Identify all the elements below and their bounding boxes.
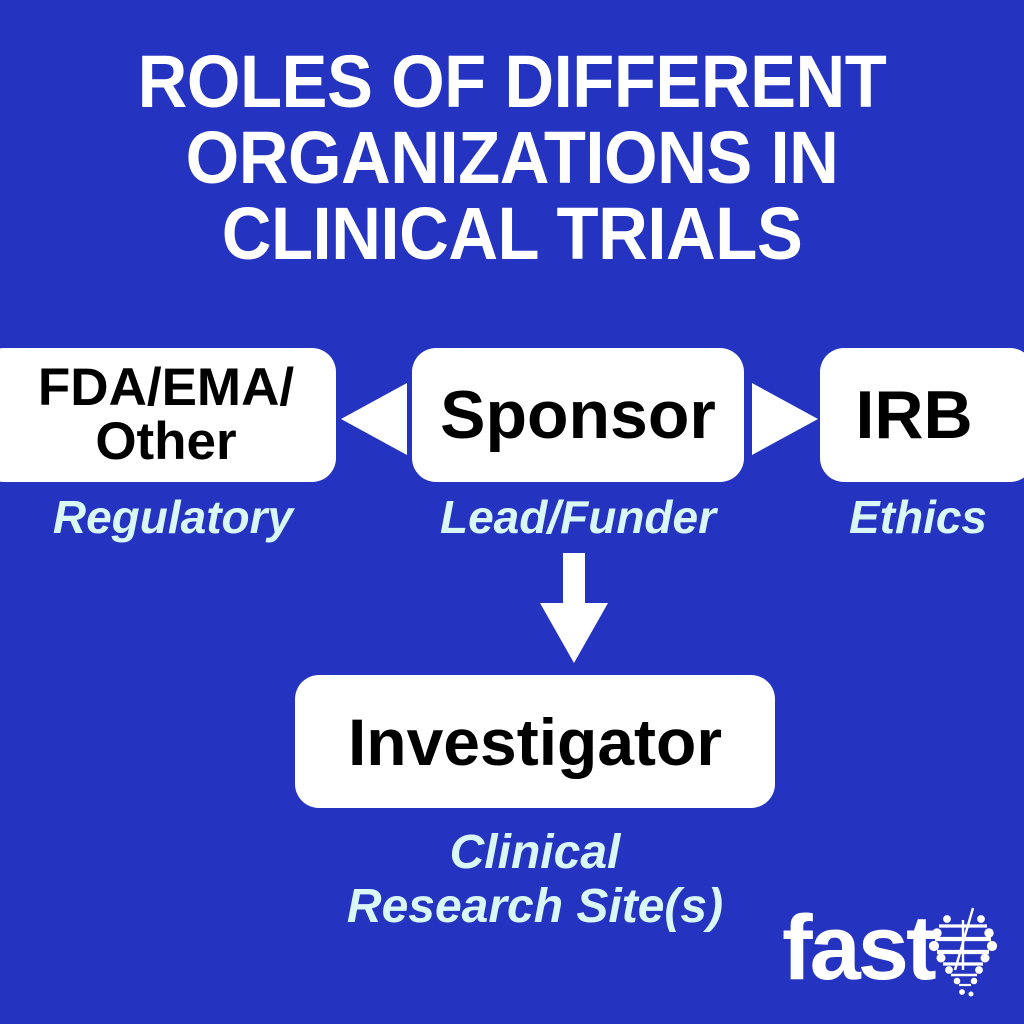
circuit-dna-mark-icon	[929, 907, 998, 997]
title-line-2: ORGANIZATIONS IN	[185, 116, 839, 199]
node-box-investigator: Investigator	[295, 675, 775, 808]
arrow-down-icon	[540, 553, 608, 663]
node-caption-sponsor: Lead/Funder	[439, 491, 717, 543]
brand-logo-wordmark: fast	[782, 897, 937, 999]
node-box-irb: IRB	[820, 348, 1024, 482]
title-line-3: CLINICAL TRIALS	[221, 192, 803, 275]
arrow-left-icon	[341, 383, 407, 455]
page-title: ROLES OF DIFFERENT ORGANIZATIONS IN CLIN…	[36, 44, 988, 272]
node-caption-investigator-line-1: Clinical	[449, 826, 621, 879]
node-caption-investigator: Clinical Research Site(s)	[255, 826, 815, 934]
node-label-investigator: Investigator	[347, 704, 723, 779]
node-label-regulatory-line-2: Other	[95, 412, 237, 471]
node-label-regulatory-line-1: FDA/EMA/	[37, 357, 295, 417]
node-caption-irb: Ethics	[848, 491, 988, 543]
node-box-sponsor: Sponsor	[412, 348, 744, 482]
node-caption-investigator-line-2: Research Site(s)	[346, 880, 724, 933]
node-label-regulatory: FDA/EMA/ Other	[37, 357, 295, 471]
node-box-regulatory: FDA/EMA/ Other	[0, 348, 336, 482]
brand-logo: fast	[782, 897, 1008, 999]
arrow-right-icon	[752, 383, 818, 455]
title-line-1: ROLES OF DIFFERENT	[137, 40, 887, 123]
node-label-irb: IRB	[855, 377, 973, 453]
node-caption-regulatory: Regulatory	[52, 491, 294, 543]
node-label-sponsor: Sponsor	[440, 377, 716, 453]
